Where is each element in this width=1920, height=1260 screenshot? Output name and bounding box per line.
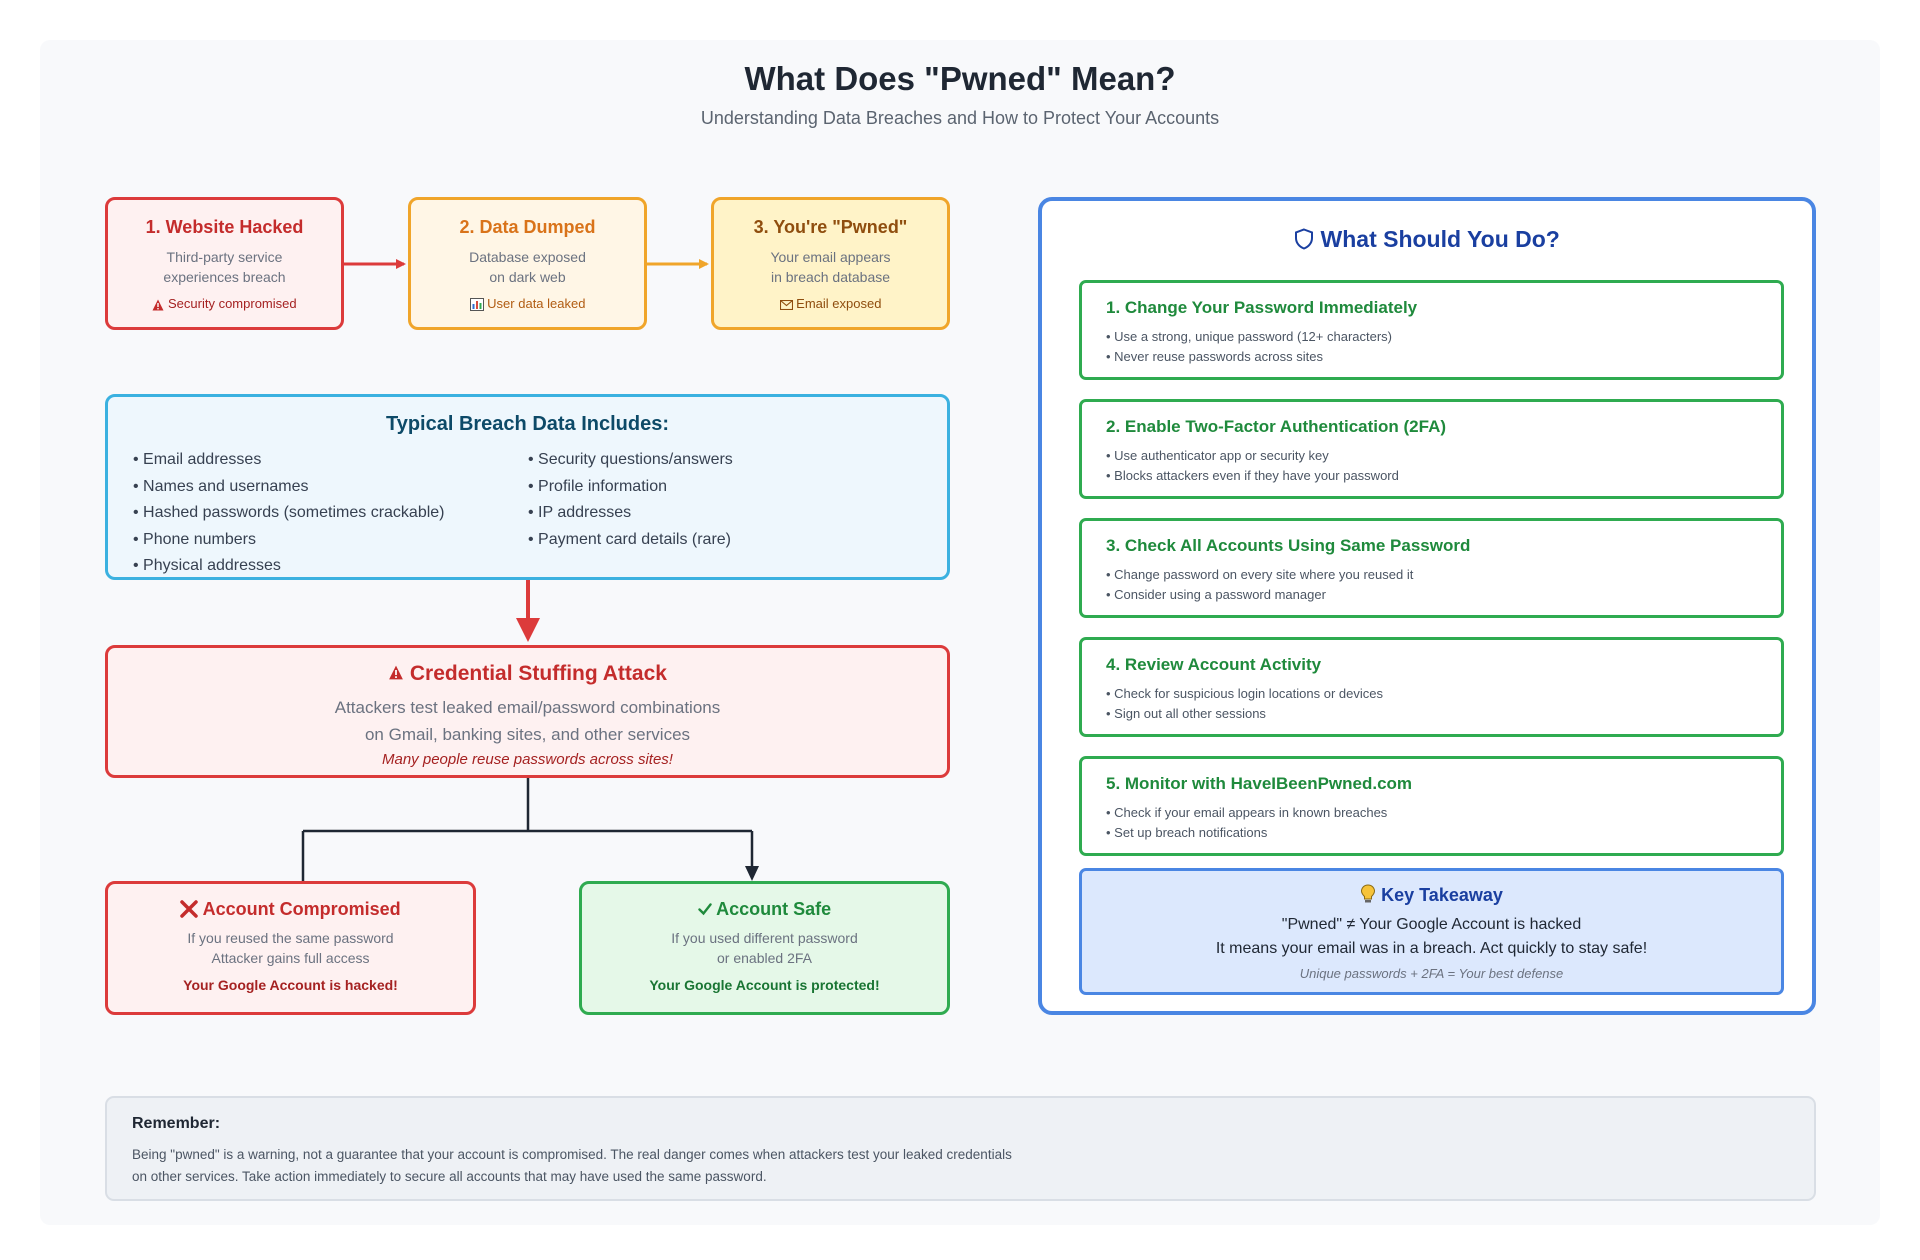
list-item: Security questions/answers (528, 447, 733, 474)
step-desc-line: Third-party service (166, 249, 283, 265)
list-item: Sign out all other sessions (1106, 704, 1383, 724)
checkmark-icon (698, 903, 712, 916)
action-item: 5. Monitor with HaveIBeenPwned.com Check… (1079, 756, 1784, 856)
breach-data-title: Typical Breach Data Includes: (385, 413, 670, 435)
shield-icon (1295, 228, 1314, 250)
warning-icon (389, 665, 403, 680)
outcome-desc-line: If you reused the same password (187, 930, 394, 946)
outcome-desc-line: If you used different password (671, 930, 858, 946)
action-item: 4. Review Account Activity Check for sus… (1079, 637, 1784, 737)
arrow-head-attack (516, 618, 540, 642)
step-desc-line: Database exposed (469, 249, 586, 265)
breach-data-box: Typical Breach Data Includes: Email addr… (105, 394, 950, 580)
list-item: Use a strong, unique password (12+ chara… (1106, 327, 1392, 347)
step-desc-line: on dark web (489, 269, 566, 285)
action-title: 3. Check All Accounts Using Same Passwor… (1106, 536, 1471, 555)
action-item: 3. Check All Accounts Using Same Passwor… (1079, 518, 1784, 618)
remember-text: Being "pwned" is a warning, not a guaran… (132, 1147, 1012, 1184)
list-item: Hashed passwords (sometimes crackable) (133, 500, 444, 527)
step-tag: User data leaked (487, 296, 586, 311)
chart-icon (469, 298, 484, 312)
attack-title: Credential Stuffing Attack (409, 662, 667, 685)
step-tag: Security compromised (168, 296, 297, 311)
breach-data-list-left: Email addresses Names and usernames Hash… (133, 447, 445, 580)
page-title: What Does "Pwned" Mean? (744, 60, 1176, 97)
step-desc-line: in breach database (770, 269, 891, 285)
takeaway-line: "Pwned" ≠ Your Google Account is hacked (1281, 916, 1582, 933)
attack-note: Many people reuse passwords across sites… (382, 751, 673, 768)
step-data-dumped: 2. Data Dumped Database exposed on dark … (408, 197, 647, 330)
page-subtitle: Understanding Data Breaches and How to P… (700, 108, 1220, 128)
list-item: Check if your email appears in known bre… (1106, 803, 1387, 823)
outcome-safe: Account Safe If you used different passw… (579, 881, 950, 1015)
takeaway-note: Unique passwords + 2FA = Your best defen… (1299, 966, 1564, 981)
step-desc-line: Your email appears (770, 249, 891, 265)
action-item: 1. Change Your Password Immediately Use … (1079, 280, 1784, 380)
list-item: Phone numbers (133, 527, 445, 554)
step-title: 2. Data Dumped (459, 217, 596, 237)
list-item: Set up breach notifications (1106, 823, 1387, 843)
breach-data-list-right: Security questions/answers Profile infor… (528, 447, 733, 553)
step-title: 1. Website Hacked (145, 217, 304, 237)
outcome-result: Your Google Account is hacked! (183, 977, 398, 993)
outcome-compromised: Account Compromised If you reused the sa… (105, 881, 476, 1015)
arrow-head-safe (745, 866, 759, 881)
list-item: Change password on every site where you … (1106, 565, 1413, 585)
list-item: IP addresses (528, 500, 733, 527)
list-item: Never reuse passwords across sites (1106, 347, 1392, 367)
list-item: Email addresses (133, 447, 445, 474)
attack-desc-line: Attackers test leaked email/password com… (334, 698, 721, 717)
list-item: Physical addresses (133, 553, 445, 580)
outcome-desc-line: or enabled 2FA (717, 950, 812, 966)
outcome-desc-line: Attacker gains full access (211, 950, 370, 966)
branch-connector (301, 778, 754, 881)
outcome-title: Account Compromised (202, 899, 401, 919)
action-item: 2. Enable Two-Factor Authentication (2FA… (1079, 399, 1784, 499)
envelope-icon (779, 299, 793, 310)
step-tag: Email exposed (796, 296, 882, 311)
attack-desc-line: on Gmail, banking sites, and other servi… (364, 725, 691, 744)
panel-title: What Should You Do? (1320, 226, 1560, 252)
step-youre-pwned: 3. You're "Pwned" Your email appears in … (711, 197, 950, 330)
outcome-result: Your Google Account is protected! (649, 977, 880, 993)
action-title: 4. Review Account Activity (1106, 655, 1322, 674)
actions-panel: What Should You Do? 1. Change Your Passw… (1038, 197, 1816, 1015)
key-takeaway-box: Key Takeaway "Pwned" ≠ Your Google Accou… (1079, 868, 1784, 995)
action-title: 5. Monitor with HaveIBeenPwned.com (1106, 774, 1413, 793)
takeaway-title: Key Takeaway (1381, 885, 1503, 905)
step-website-hacked: 1. Website Hacked Third-party service ex… (105, 197, 344, 330)
credential-stuffing-box: Credential Stuffing Attack Attackers tes… (105, 645, 950, 778)
list-item: Consider using a password manager (1106, 585, 1413, 605)
step-title: 3. You're "Pwned" (753, 217, 908, 237)
warning-icon (152, 299, 164, 311)
takeaway-line: It means your email was in a breach. Act… (1215, 940, 1648, 957)
cross-icon (180, 900, 199, 918)
list-item: Blocks attackers even if they have your … (1106, 466, 1399, 486)
list-item: Payment card details (rare) (528, 527, 733, 554)
action-title: 2. Enable Two-Factor Authentication (2FA… (1106, 417, 1447, 436)
remember-title: Remember: (132, 1115, 221, 1132)
list-item: Check for suspicious login locations or … (1106, 684, 1383, 704)
step-desc-line: experiences breach (163, 269, 286, 285)
remember-box: Remember: Being "pwned" is a warning, no… (105, 1096, 1816, 1201)
outcome-title: Account Safe (716, 899, 832, 919)
list-item: Names and usernames (133, 474, 445, 501)
list-item: Use authenticator app or security key (1106, 446, 1399, 466)
action-title: 1. Change Your Password Immediately (1106, 298, 1418, 317)
lightbulb-icon (1361, 884, 1376, 903)
list-item: Profile information (528, 474, 733, 501)
